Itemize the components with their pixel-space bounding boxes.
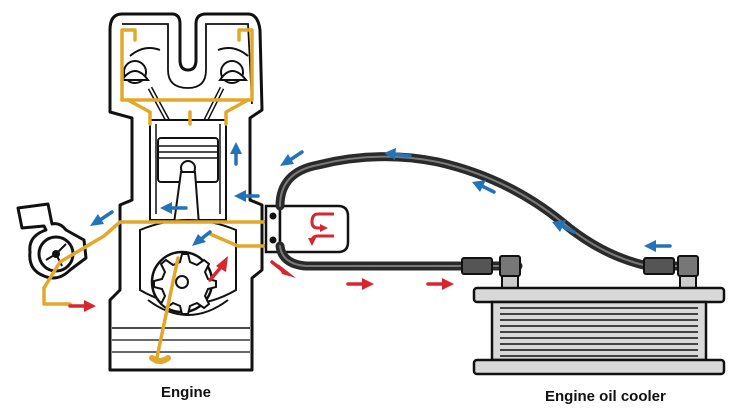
cool-arrow (160, 202, 188, 214)
oil-pump-gear-icon (150, 250, 217, 315)
cool-arrow (280, 150, 304, 166)
oil-cooler-label: Engine oil cooler (545, 388, 666, 405)
cool-arrow (90, 210, 114, 226)
hot-arrow (208, 256, 228, 282)
cool-arrow (230, 142, 242, 166)
oil-filter-icon (264, 204, 350, 254)
oil-passages (42, 28, 270, 364)
cool-oil-arrows (90, 142, 672, 252)
cool-arrow (472, 180, 496, 194)
cool-arrow (644, 240, 672, 252)
hot-oil-arrows (68, 256, 454, 312)
radiator-icon (472, 275, 726, 376)
hot-arrow (346, 278, 374, 290)
hot-arrow (68, 300, 96, 312)
cool-arrow (384, 148, 412, 160)
cool-arrow (192, 230, 212, 246)
turbo-icon (16, 202, 88, 280)
cool-arrow (234, 190, 260, 202)
cool-arrow (552, 220, 576, 234)
hot-arrow (426, 278, 454, 290)
engine-block (108, 12, 264, 372)
oil-hoses (275, 152, 695, 271)
engine-label: Engine (161, 384, 212, 401)
hot-arrow (270, 260, 296, 278)
